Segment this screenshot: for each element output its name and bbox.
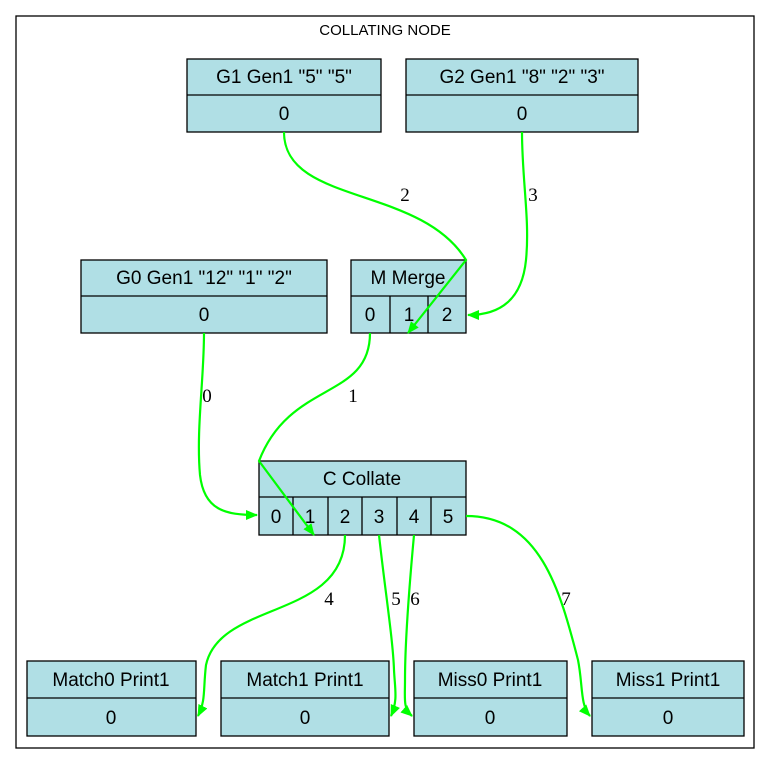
edge-label-2: 2 bbox=[400, 185, 410, 206]
node-miss0[interactable]: Miss0 Print1 0 bbox=[413, 660, 568, 737]
node-g1-port-0[interactable]: 0 bbox=[279, 104, 290, 125]
node-match0-title: Match0 Print1 bbox=[52, 670, 169, 691]
node-g0-port-0[interactable]: 0 bbox=[199, 305, 210, 326]
edge-g2-to-m2[interactable] bbox=[467, 131, 529, 320]
node-match1[interactable]: Match1 Print1 0 bbox=[220, 660, 390, 737]
edge-m0-to-c1[interactable] bbox=[257, 332, 372, 536]
cluster-title: COLLATING NODE bbox=[319, 22, 450, 39]
node-match1-title: Match1 Print1 bbox=[246, 670, 363, 691]
edge-label-6: 6 bbox=[410, 589, 420, 610]
edge-g0-to-c0[interactable] bbox=[197, 332, 258, 520]
edge-c2-to-match0[interactable] bbox=[197, 534, 347, 717]
node-g0[interactable]: G0 Gen1 "12" "1" "2" 0 bbox=[80, 259, 328, 334]
node-c-port-5[interactable]: 5 bbox=[443, 507, 454, 528]
node-match0[interactable]: Match0 Print1 0 bbox=[26, 660, 197, 737]
node-g2-port-0[interactable]: 0 bbox=[517, 104, 528, 125]
cluster-frame bbox=[15, 15, 755, 749]
edge-c5-to-miss1[interactable] bbox=[465, 514, 591, 717]
node-miss1-port-0[interactable]: 0 bbox=[663, 708, 674, 729]
node-m-port-0[interactable]: 0 bbox=[365, 305, 376, 326]
node-g0-title: G0 Gen1 "12" "1" "2" bbox=[116, 268, 292, 289]
node-match0-port-0[interactable]: 0 bbox=[106, 708, 117, 729]
node-c-title: C Collate bbox=[323, 469, 401, 490]
node-miss0-title: Miss0 Print1 bbox=[438, 670, 543, 691]
node-g1-title: G1 Gen1 "5" "5" bbox=[216, 67, 352, 88]
node-miss1-title: Miss1 Print1 bbox=[616, 670, 721, 691]
node-c-port-1[interactable]: 1 bbox=[305, 507, 316, 528]
edge-c4-to-miss0[interactable] bbox=[400, 534, 416, 717]
node-g2[interactable]: G2 Gen1 "8" "2" "3" 0 bbox=[405, 58, 639, 133]
node-m-title: M Merge bbox=[371, 268, 446, 289]
edge-c3-to-match1[interactable] bbox=[377, 534, 400, 717]
node-miss1[interactable]: Miss1 Print1 0 bbox=[591, 660, 745, 737]
edge-label-0: 0 bbox=[202, 386, 212, 407]
edge-g1-to-m1[interactable] bbox=[282, 131, 468, 334]
node-m-port-1[interactable]: 1 bbox=[404, 305, 415, 326]
node-g2-title: G2 Gen1 "8" "2" "3" bbox=[439, 67, 604, 88]
node-c-port-2[interactable]: 2 bbox=[340, 507, 351, 528]
node-c-port-4[interactable]: 4 bbox=[409, 507, 420, 528]
node-miss0-port-0[interactable]: 0 bbox=[485, 708, 496, 729]
node-m-merge[interactable]: M Merge 0 1 2 bbox=[350, 259, 467, 334]
node-g1[interactable]: G1 Gen1 "5" "5" 0 bbox=[186, 58, 382, 133]
edge-label-5: 5 bbox=[391, 589, 401, 610]
edge-label-7: 7 bbox=[561, 589, 571, 610]
edge-label-4: 4 bbox=[324, 589, 334, 610]
edge-label-1: 1 bbox=[348, 386, 358, 407]
node-match1-port-0[interactable]: 0 bbox=[300, 708, 311, 729]
node-c-collate[interactable]: C Collate 0 1 2 3 4 5 bbox=[258, 460, 467, 536]
node-m-port-2[interactable]: 2 bbox=[442, 305, 453, 326]
node-c-port-0[interactable]: 0 bbox=[271, 507, 282, 528]
edge-label-3: 3 bbox=[528, 185, 538, 206]
node-c-port-3[interactable]: 3 bbox=[374, 507, 385, 528]
